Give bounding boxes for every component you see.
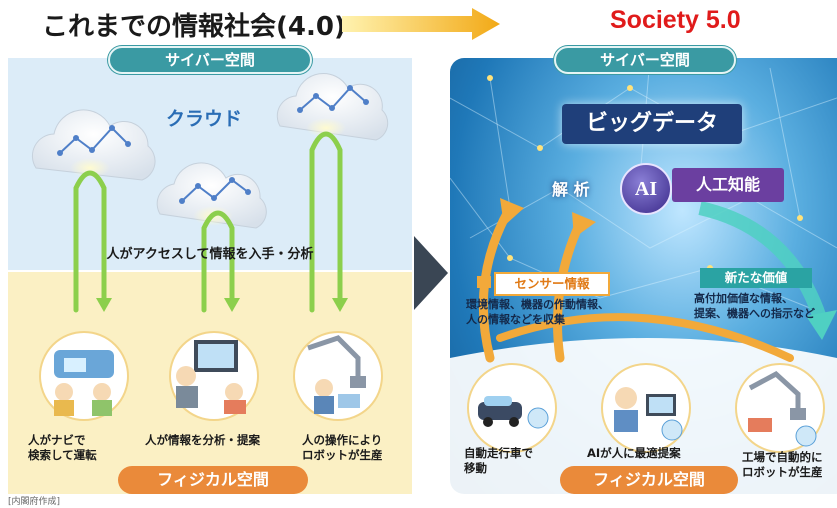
source-note: [内閣府作成] [8, 497, 61, 507]
cloud-icon [276, 72, 389, 141]
left-caption-1: 人がナビで 検索して運転 [28, 433, 97, 462]
left-physical-label: フィジカル空間 [118, 466, 308, 494]
right-physical-label: フィジカル空間 [560, 466, 738, 494]
left-illustration [31, 72, 389, 421]
left-title: これまでの情報社会(4.0) [42, 12, 346, 42]
right-title: Society 5.0 [610, 6, 741, 34]
ai-full-label: 人工知能 [672, 168, 784, 202]
bigdata-label: ビッグデータ [562, 104, 742, 144]
ai-badge: AI [620, 163, 672, 215]
left-caption-2: 人が情報を分析・提案 [145, 433, 260, 447]
right-network-illustration [450, 58, 837, 494]
right-cyber-label: サイバー空間 [554, 46, 736, 74]
left-caption-3: 人の操作により ロボットが生産 [302, 433, 383, 462]
cloud-label: クラウド [166, 108, 243, 130]
analysis-label: 解 析 [552, 180, 590, 199]
cloud-icon [31, 109, 156, 181]
access-arrow-icon [73, 131, 343, 313]
access-text: 人がアクセスして情報を入手・分析 [106, 247, 314, 262]
right-caption-3: 工場で自動的に ロボットが生産 [742, 450, 823, 479]
left-cyber-label: サイバー空間 [108, 46, 312, 74]
sensor-text: 環境情報、機器の作動情報、 人の情報などを収集 [466, 298, 609, 326]
right-caption-1: 自動走行車で 移動 [464, 446, 533, 475]
chevron-right-icon [414, 236, 448, 310]
sensor-icon [477, 276, 491, 288]
sensor-title: センサー情報 [494, 272, 610, 296]
right-caption-2: AIが人に最適提案 [587, 446, 681, 460]
cloud-icon [156, 162, 267, 229]
title-arrow-icon [342, 8, 500, 40]
value-arrow-icon [698, 201, 827, 321]
value-text: 高付加価値な情報、 提案、機器への指示など [694, 292, 815, 320]
value-title: 新たな価値 [700, 268, 812, 288]
